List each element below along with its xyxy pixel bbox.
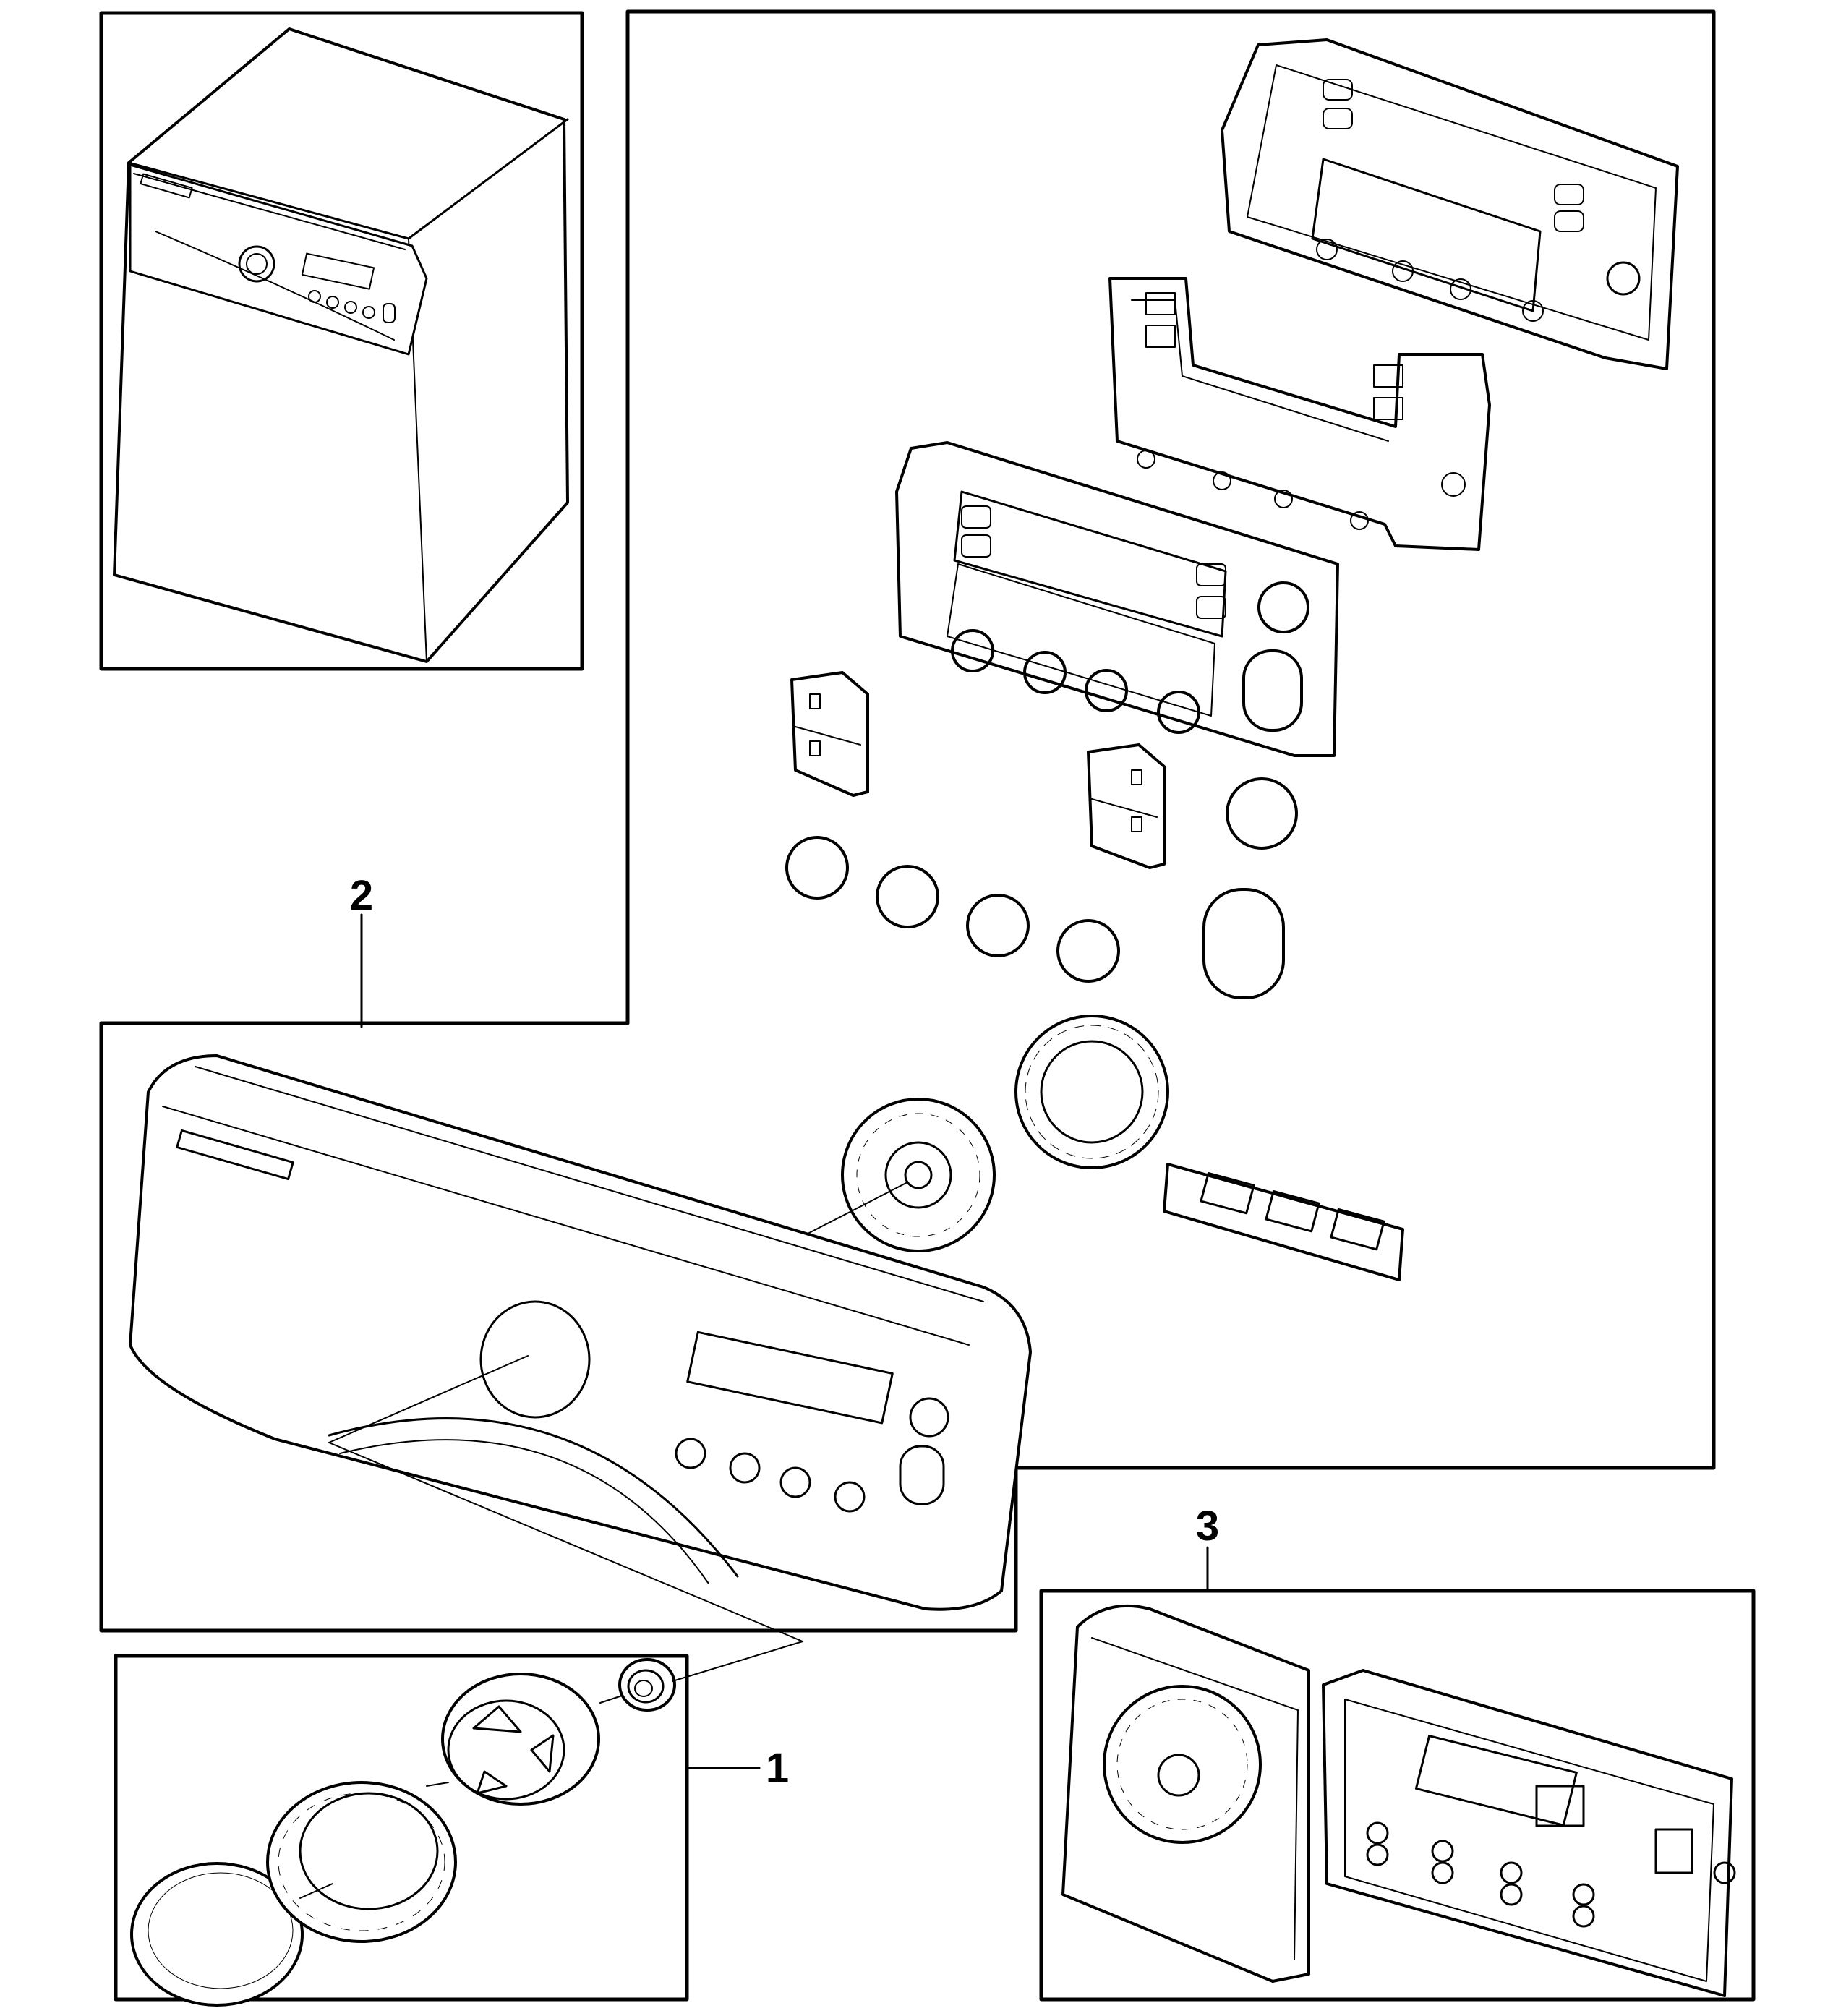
frame-appliance-overview [99, 11, 584, 671]
push-button-4 [1056, 919, 1120, 983]
knob-opening [479, 1300, 591, 1419]
pcb-case [1061, 1604, 1310, 1983]
washer-control-panel [129, 163, 428, 356]
encoder-dial [841, 1098, 996, 1252]
switch-block-right [1087, 743, 1166, 869]
display-window [686, 1331, 894, 1425]
push-button-3 [966, 894, 1030, 957]
switch-block-left [790, 671, 869, 797]
push-button-1 [785, 836, 849, 900]
knob-ring [266, 1781, 457, 1943]
control-panel-fascia [129, 1054, 1032, 1611]
push-buttons [785, 777, 1298, 999]
rear-panel-frame [1221, 38, 1679, 370]
power-button [1226, 777, 1298, 850]
frame-pcb-assembly [1039, 1589, 1756, 2002]
selector-dial-ring [1014, 1015, 1169, 1169]
callout-item-3: 3 [1196, 1503, 1219, 1550]
pcb-board [1322, 1669, 1736, 1997]
led-holder [1163, 1163, 1404, 1281]
knob-cap [130, 1862, 304, 2007]
display-window-frame [895, 441, 1339, 757]
knob-spring [618, 1658, 676, 1712]
callout-item-2: 2 [350, 872, 373, 919]
washer-cabinet-illustration [113, 27, 569, 663]
brand-logo-plate [176, 1129, 294, 1181]
frame-knob-assembly [114, 1654, 689, 2002]
knob-body [441, 1673, 600, 1806]
button-holder-bracket [1108, 277, 1491, 551]
push-button-2 [876, 865, 939, 928]
frame-control-panel-exploded [99, 9, 1716, 1633]
callout-item-1: 1 [766, 1745, 789, 1792]
start-pause-button [1202, 888, 1285, 999]
